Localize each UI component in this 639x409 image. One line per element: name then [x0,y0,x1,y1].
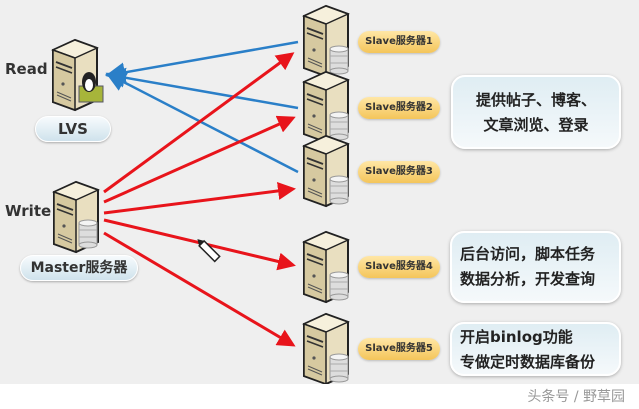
read-label: Read [5,60,48,78]
slave-label-3: Slave服务器3 [358,161,440,183]
lvs-server-icon [52,39,104,111]
note-line: 后台访问，脚本任务 [460,245,596,263]
slave-server-icons [303,5,349,384]
lvs-label: LVS [35,116,111,142]
slave-label-4: Slave服务器4 [358,256,440,278]
pencil-cursor-icon [197,239,221,263]
write-label: Write [5,202,52,220]
note-backend-tasks: 后台访问，脚本任务 数据分析，开发查询 [450,231,621,303]
watermark: 头条号 / 野草园 [527,389,625,405]
note-line: 提供帖子、博客、 [475,91,596,109]
note-line: 数据分析，开发查询 [460,270,596,288]
note-line: 开启binlog功能 [460,328,573,346]
master-label: Master服务器 [20,255,138,281]
note-backup: 开启binlog功能 专做定时数据库备份 [450,322,621,376]
slave-label-1: Slave服务器1 [358,31,440,53]
note-line: 文章浏览、登录 [483,116,589,134]
slave-label-5: Slave服务器5 [358,338,440,360]
note-line: 专做定时数据库备份 [460,353,596,371]
slave-label-2: Slave服务器2 [358,97,440,119]
master-server-icon [53,181,99,253]
note-read-services: 提供帖子、博客、 文章浏览、登录 [451,75,621,149]
read-arrows [105,40,299,174]
write-arrows [103,52,296,347]
arrows-layer [52,5,349,384]
